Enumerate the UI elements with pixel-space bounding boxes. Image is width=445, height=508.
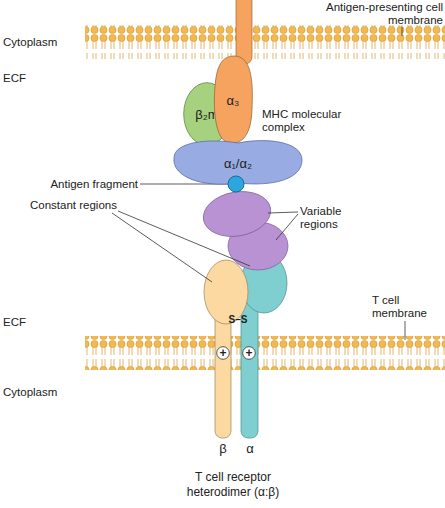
part-label: Antigen fragment <box>20 178 138 191</box>
charge-symbol: + <box>242 346 256 360</box>
caption: T cell receptor heterodimer (α:β) <box>170 470 296 500</box>
chain-label: α <box>242 442 258 455</box>
alpha1-alpha2-domain: α₁/α₂ <box>168 136 308 190</box>
charge-symbol: + <box>216 346 230 360</box>
chain-label: β <box>215 442 231 455</box>
part-label: Variable regions <box>300 205 370 231</box>
leader-line <box>118 211 250 266</box>
node-label: α₁/α₂ <box>224 157 252 170</box>
disulfide-bond-label: S–S <box>220 313 256 326</box>
compartment-label: Cytoplasm <box>3 386 83 399</box>
node-label: + <box>219 347 226 359</box>
node-shape <box>243 347 256 360</box>
membrane-label: T cell membrane <box>372 294 444 320</box>
cell-membrane <box>85 336 445 370</box>
membrane-label: Antigen-presenting cell membrane <box>315 1 443 27</box>
compartment-label: ECF <box>3 72 43 85</box>
cell-membrane <box>85 25 445 59</box>
leader-line <box>405 321 406 340</box>
node-label: + <box>245 347 252 359</box>
leader-line <box>402 27 403 36</box>
node-label: α₃ <box>227 94 240 107</box>
node-text-box: α₁/α₂ <box>168 136 308 190</box>
leader-line <box>276 214 298 240</box>
node-shape <box>174 141 302 185</box>
leader-line <box>112 213 212 282</box>
part-label: Constant regions <box>30 199 140 212</box>
variable-region <box>200 186 275 241</box>
node-text-box: + <box>242 346 256 360</box>
compartment-label: Cytoplasm <box>3 36 83 49</box>
complex-label: MHC molecular complex <box>262 108 357 134</box>
node-text-box: + <box>216 346 230 360</box>
beta-chain-stalk <box>215 310 231 438</box>
node-text-box: α₃ <box>212 55 254 145</box>
leader-line <box>268 212 298 213</box>
compartment-label: ECF <box>3 316 43 329</box>
mhc-transmembrane-stalk <box>236 0 252 64</box>
node-shape <box>217 347 230 360</box>
node-shape <box>214 56 252 143</box>
alpha3-domain: α₃ <box>212 55 254 145</box>
